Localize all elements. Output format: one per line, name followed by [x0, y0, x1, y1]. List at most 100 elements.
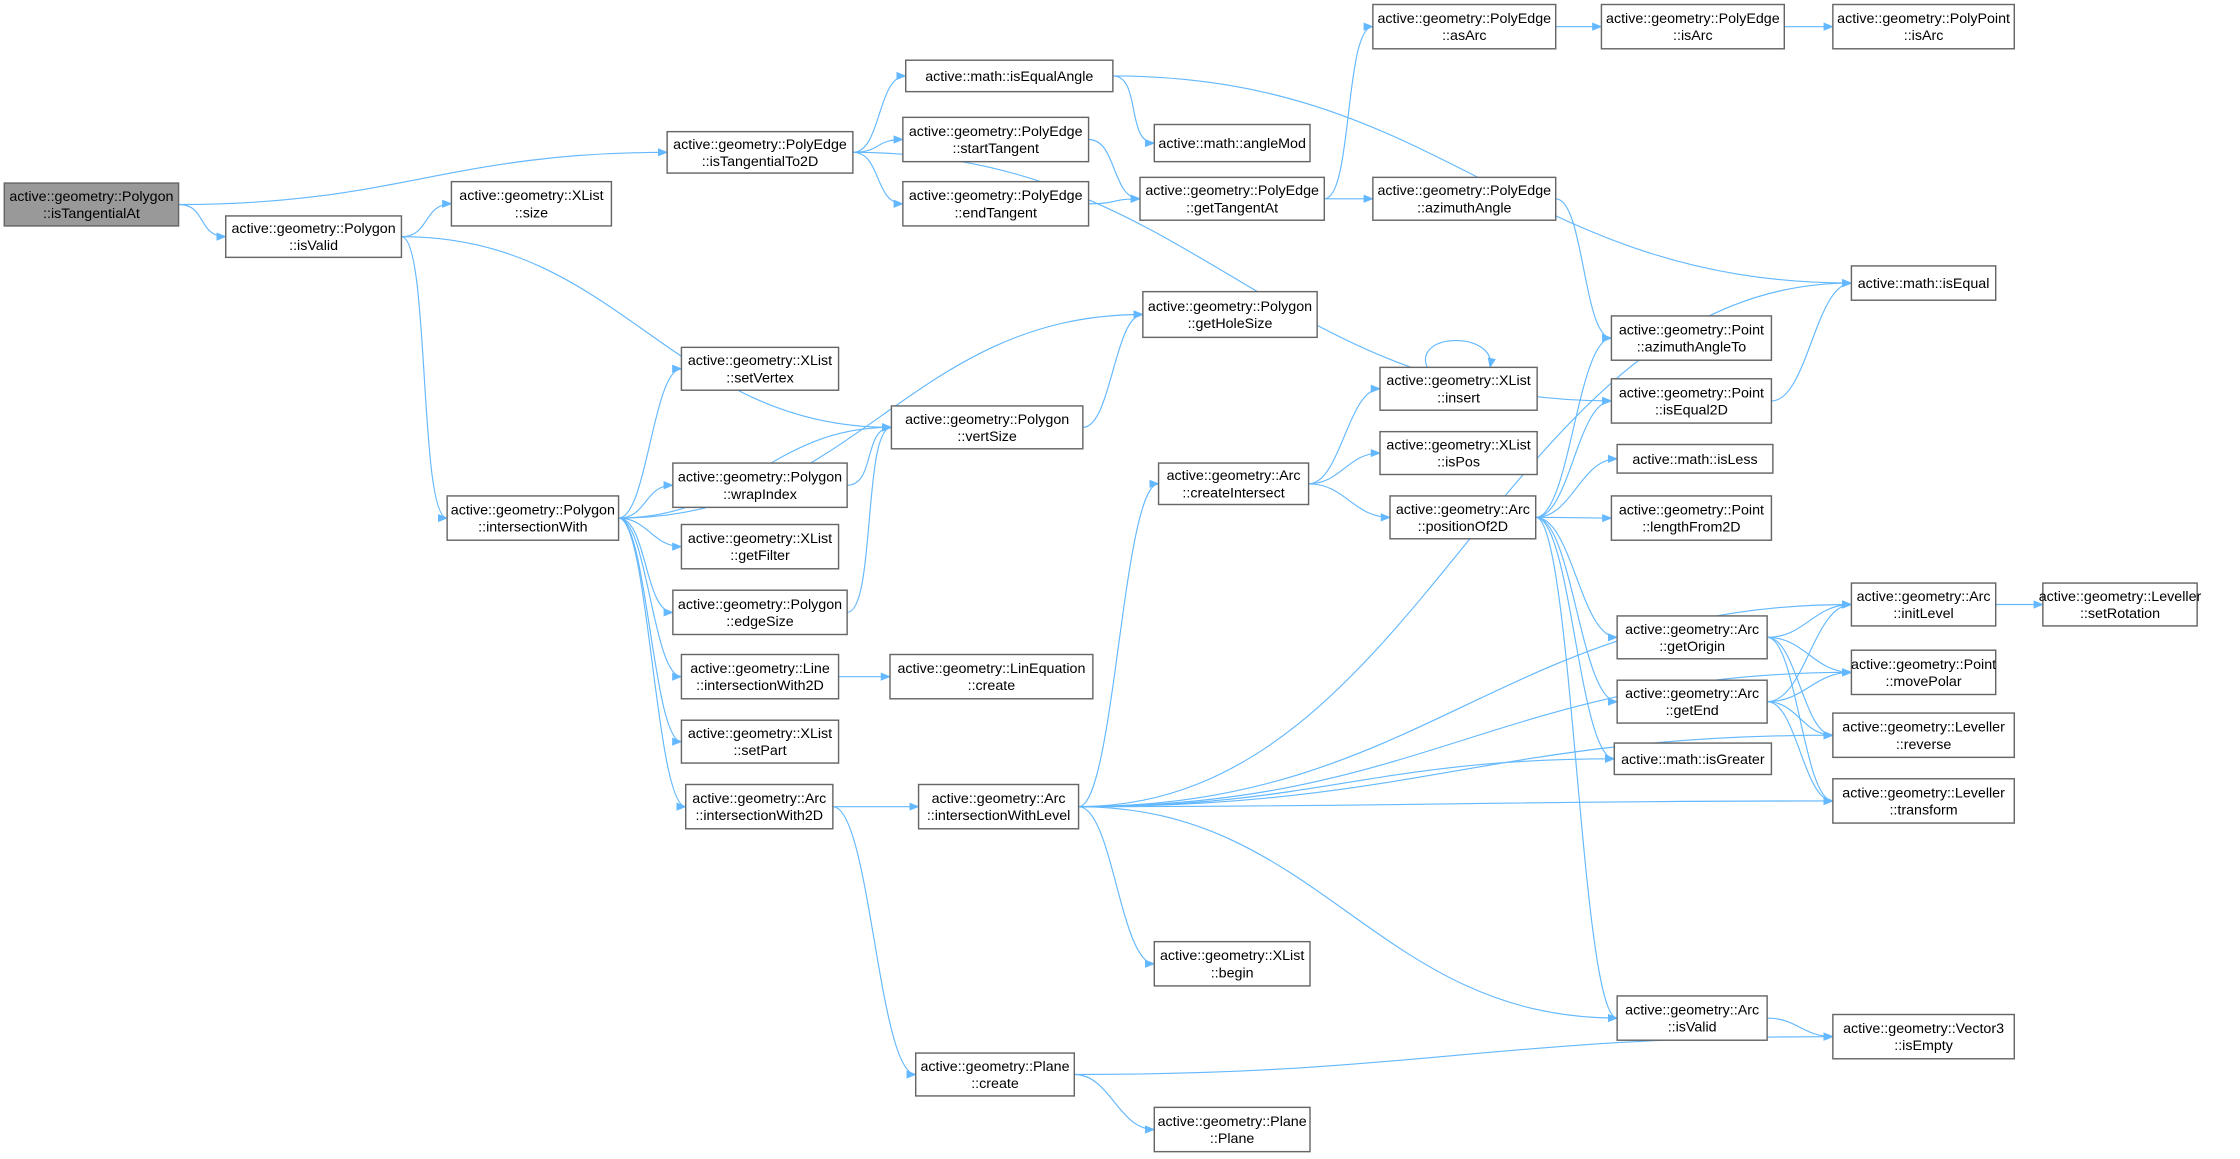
node-label-line: active::geometry::Plane — [1158, 1114, 1307, 1130]
node-label-line: active::geometry::XList — [1386, 438, 1530, 454]
node-label-line: active::geometry::Arc — [1167, 468, 1301, 484]
node-is-equal2-d[interactable]: active::geometry::Point::isEqual2D — [1610, 378, 1773, 424]
node-wrap-index[interactable]: active::geometry::Polygon::wrapIndex — [672, 462, 848, 509]
node-point-is-arc[interactable]: active::geometry::PolyPoint::isArc — [1832, 3, 2015, 50]
node-box — [3, 182, 180, 227]
node-begin[interactable]: active::geometry::XList::begin — [1153, 940, 1311, 987]
node-is-equal[interactable]: active::math::isEqual — [1850, 265, 1997, 301]
node-end-tangent[interactable]: active::geometry::PolyEdge::endTangent — [902, 180, 1090, 227]
node-label-line: ::azimuthAngle — [1417, 200, 1511, 216]
node-box — [446, 495, 620, 541]
edge-get-end-to-transform — [1767, 701, 1834, 806]
node-get-filter[interactable]: active::geometry::XList::getFilter — [680, 523, 840, 570]
edge-poly-is-valid-to-xlist-size — [401, 199, 453, 238]
node-get-hole-size[interactable]: active::geometry::Polygon::getHoleSize — [1142, 290, 1318, 339]
node-angle-mod[interactable]: active::math::angleMod — [1153, 123, 1311, 163]
node-init-level[interactable]: active::geometry::Arc::initLevel — [1850, 582, 1997, 627]
node-label-line: ::isEqual2D — [1655, 403, 1728, 419]
node-label-line: ::intersectionWithLevel — [927, 808, 1071, 824]
node-label-line: ::intersectionWith2D — [695, 808, 823, 824]
node-label-line: ::setVertex — [726, 370, 793, 386]
node-box — [905, 59, 1114, 93]
node-move-polar[interactable]: active::geometry::Point::movePolar — [1850, 649, 1997, 696]
edge-insert-to-insert — [1424, 340, 1496, 369]
node-length-from2-d[interactable]: active::geometry::Point::lengthFrom2D — [1610, 495, 1773, 541]
node-start-tangent[interactable]: active::geometry::PolyEdge::startTangent — [902, 116, 1090, 163]
node-transform[interactable]: active::geometry::Leveller::transform — [1832, 778, 2015, 824]
edge-is-equal-angle-to-angle-mod — [1112, 75, 1156, 148]
node-create-intersect[interactable]: active::geometry::Arc::createIntersect — [1157, 462, 1310, 506]
node-insert[interactable]: active::geometry::XList::insert — [1379, 366, 1538, 411]
node-azimuth-angle[interactable]: active::geometry::PolyEdge::azimuthAngle — [1372, 176, 1557, 221]
node-label-line: ::isTangentialTo2D — [702, 154, 819, 170]
node-is-greater[interactable]: active::math::isGreater — [1613, 742, 1773, 776]
node-set-part[interactable]: active::geometry::XList::setPart — [680, 719, 840, 764]
node-get-origin[interactable]: active::geometry::Arc::getOrigin — [1616, 615, 1768, 660]
node-box — [890, 405, 1084, 450]
node-azimuth-angle-to[interactable]: active::geometry::Point::azimuthAngleTo — [1610, 315, 1773, 361]
node-label-line: active::geometry::Polygon — [1148, 299, 1312, 315]
node-is-empty[interactable]: active::geometry::Vector3::isEmpty — [1832, 1013, 2015, 1060]
node-is-tangential-at[interactable]: active::geometry::Polygon::isTangentialA… — [3, 182, 180, 227]
node-box — [1389, 495, 1537, 540]
node-plane-create[interactable]: active::geometry::Plane::create — [915, 1052, 1075, 1097]
edge-intersection-with-to-set-vertex — [618, 364, 683, 519]
node-is-pos[interactable]: active::geometry::XList::isPos — [1379, 430, 1538, 476]
node-edge-is-arc[interactable]: active::geometry::PolyEdge::isArc — [1600, 3, 1785, 50]
node-label-line: active::geometry::PolyPoint — [1837, 11, 2010, 27]
node-label-line: active::geometry::XList — [1386, 373, 1530, 389]
node-label-line: ::getHoleSize — [1188, 316, 1273, 332]
node-xlist-size[interactable]: active::geometry::XList::size — [450, 180, 613, 227]
edge-intersection-with-to-arc-intersect2-d — [618, 517, 687, 811]
node-intersection-with-level[interactable]: active::geometry::Arc::intersectionWithL… — [917, 783, 1080, 830]
node-label-line: active::geometry::Line — [690, 661, 830, 677]
node-box — [1142, 290, 1318, 339]
node-label-line: active::geometry::PolyEdge — [909, 188, 1083, 204]
edge-plane-create-to-plane-plane — [1074, 1073, 1156, 1134]
node-label-line: active::geometry::Arc — [1625, 1003, 1759, 1019]
node-box — [1616, 995, 1768, 1041]
node-is-less[interactable]: active::math::isLess — [1616, 443, 1774, 474]
node-intersection-with[interactable]: active::geometry::Polygon::intersectionW… — [446, 495, 620, 541]
node-vert-size[interactable]: active::geometry::Polygon::vertSize — [890, 405, 1084, 450]
node-get-tangent-at[interactable]: active::geometry::PolyEdge::getTangentAt — [1139, 176, 1325, 221]
node-set-rotation[interactable]: active::geometry::Leveller::setRotation — [2039, 582, 2202, 627]
node-is-tangential-to2-d[interactable]: active::geometry::PolyEdge::isTangential… — [666, 130, 854, 174]
node-box — [1610, 495, 1773, 541]
node-lin-eq-create[interactable]: active::geometry::LinEquation::create — [889, 653, 1094, 700]
node-plane-plane[interactable]: active::geometry::Plane::Plane — [1153, 1106, 1311, 1153]
node-label-line: ::Plane — [1210, 1131, 1254, 1147]
node-as-arc[interactable]: active::geometry::PolyEdge::asArc — [1372, 3, 1557, 50]
node-label-line: ::isTangentialAt — [43, 206, 140, 222]
node-edge-size[interactable]: active::geometry::Polygon::edgeSize — [672, 589, 848, 636]
node-box — [1832, 1013, 2015, 1060]
node-poly-is-valid[interactable]: active::geometry::Polygon::isValid — [225, 215, 403, 259]
node-set-vertex[interactable]: active::geometry::XList::setVertex — [680, 346, 840, 391]
node-line-intersect2-d[interactable]: active::geometry::Line::intersectionWith… — [680, 653, 840, 700]
node-arc-intersect2-d[interactable]: active::geometry::Arc::intersectionWith2… — [685, 783, 834, 830]
node-is-equal-angle[interactable]: active::math::isEqualAngle — [905, 59, 1114, 93]
node-reverse[interactable]: active::geometry::Leveller::reverse — [1832, 712, 2015, 759]
edge-intersection-with-to-edge-size — [618, 517, 674, 617]
node-label-line: active::geometry::XList — [688, 353, 832, 369]
node-label-line: active::geometry::Arc — [1625, 622, 1759, 638]
node-label-line: ::getFilter — [730, 548, 790, 564]
edge-get-tangent-at-to-as-arc — [1324, 22, 1374, 200]
node-box — [1379, 366, 1538, 411]
node-position-of2-d[interactable]: active::geometry::Arc::positionOf2D — [1389, 495, 1537, 540]
node-box — [1372, 3, 1557, 50]
edge-position-of2-d-to-get-origin — [1535, 516, 1619, 642]
edge-get-end-to-move-polar — [1767, 668, 1853, 703]
node-label-line: active::geometry::XList — [459, 188, 603, 204]
node-box — [1153, 123, 1311, 163]
node-label-line: active::geometry::PolyEdge — [1377, 183, 1551, 199]
edge-start-tangent-to-get-tangent-at — [1088, 138, 1142, 203]
node-box — [225, 215, 403, 259]
node-box — [1850, 582, 1997, 627]
node-box — [672, 462, 848, 509]
node-get-end[interactable]: active::geometry::Arc::getEnd — [1616, 679, 1768, 724]
node-label-line: active::geometry::Point — [1851, 657, 1996, 673]
node-label-line: ::getTangentAt — [1186, 200, 1278, 216]
node-label-line: active::geometry::Leveller — [2039, 589, 2202, 605]
node-arc-is-valid[interactable]: active::geometry::Arc::isValid — [1616, 995, 1768, 1041]
